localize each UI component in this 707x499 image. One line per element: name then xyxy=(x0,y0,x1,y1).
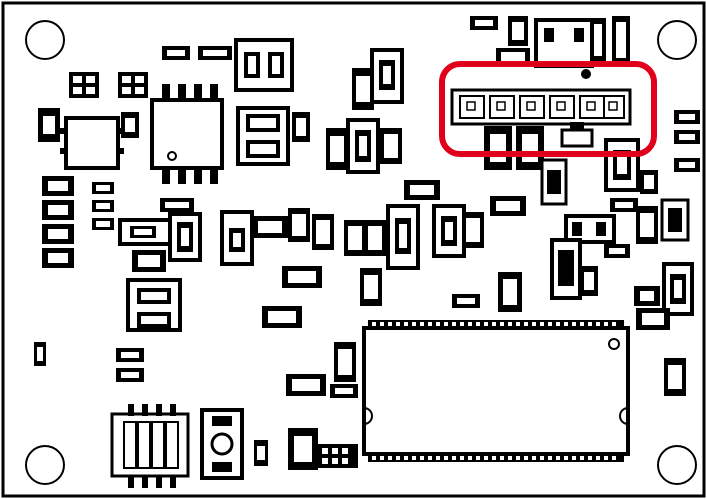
resistor xyxy=(580,266,598,296)
capacitor xyxy=(664,358,686,396)
dip-switch xyxy=(110,404,190,488)
resistor xyxy=(470,16,498,30)
capacitor xyxy=(540,158,568,206)
resistor-stack xyxy=(92,182,114,230)
resistor xyxy=(132,250,166,272)
capacitor xyxy=(126,278,182,332)
mounting-hole-top-right xyxy=(657,20,697,60)
capacitor xyxy=(168,212,202,262)
resistor xyxy=(590,18,606,62)
capacitor xyxy=(604,138,640,192)
capacitor xyxy=(118,218,172,246)
resistor xyxy=(198,46,232,60)
capacitor-pair xyxy=(69,72,99,98)
capacitor xyxy=(288,208,310,242)
capacitor xyxy=(236,106,290,166)
capacitor xyxy=(550,238,582,300)
capacitor xyxy=(636,206,658,244)
resistor xyxy=(252,216,288,238)
capacitor xyxy=(312,214,334,250)
resistor xyxy=(286,374,326,396)
crystal xyxy=(534,18,594,68)
capacitor xyxy=(234,38,294,92)
capacitor xyxy=(516,126,544,170)
highlight-box xyxy=(439,61,657,157)
tsop-memory-chip xyxy=(362,320,630,462)
capacitor xyxy=(370,48,404,104)
push-button xyxy=(200,408,244,480)
resistor xyxy=(262,306,302,328)
resistor xyxy=(160,198,194,212)
capacitor-group xyxy=(634,262,694,330)
resistor xyxy=(330,384,358,398)
connector-small xyxy=(288,428,358,470)
capacitor-group xyxy=(326,118,402,174)
resistor xyxy=(282,266,322,288)
resistor xyxy=(292,112,310,142)
qfn-chip xyxy=(60,116,124,170)
capacitor-group xyxy=(432,204,484,258)
resistor xyxy=(254,440,268,466)
resistor xyxy=(612,16,630,64)
resistor xyxy=(452,294,480,308)
pin1-marker xyxy=(581,69,591,79)
capacitor xyxy=(360,268,382,306)
resistor xyxy=(490,196,526,216)
mounting-hole-bottom-right xyxy=(657,445,697,485)
resistor xyxy=(610,198,638,212)
capacitor xyxy=(660,198,690,242)
resistor-stack xyxy=(116,348,144,382)
capacitor-group xyxy=(344,204,420,270)
soic-chip xyxy=(150,84,224,184)
resistor xyxy=(404,180,440,200)
capacitor xyxy=(334,342,356,382)
capacitor xyxy=(352,68,374,110)
resistor xyxy=(640,170,658,194)
resistor-stack xyxy=(674,110,700,172)
resistor xyxy=(121,112,139,138)
capacitor xyxy=(508,16,528,46)
resistor xyxy=(38,108,60,142)
mounting-hole-top-left xyxy=(25,20,65,60)
transistor xyxy=(564,214,616,244)
pin-header-6 xyxy=(450,88,632,126)
resistor xyxy=(162,46,190,60)
capacitor xyxy=(220,210,254,266)
mounting-hole-bottom-left xyxy=(25,445,65,485)
resistor xyxy=(604,244,630,258)
capacitor xyxy=(498,272,522,312)
diode xyxy=(560,122,594,148)
capacitor-pair xyxy=(118,72,148,98)
capacitor xyxy=(484,126,512,170)
resistor-stack xyxy=(42,176,74,268)
resistor xyxy=(34,342,46,366)
